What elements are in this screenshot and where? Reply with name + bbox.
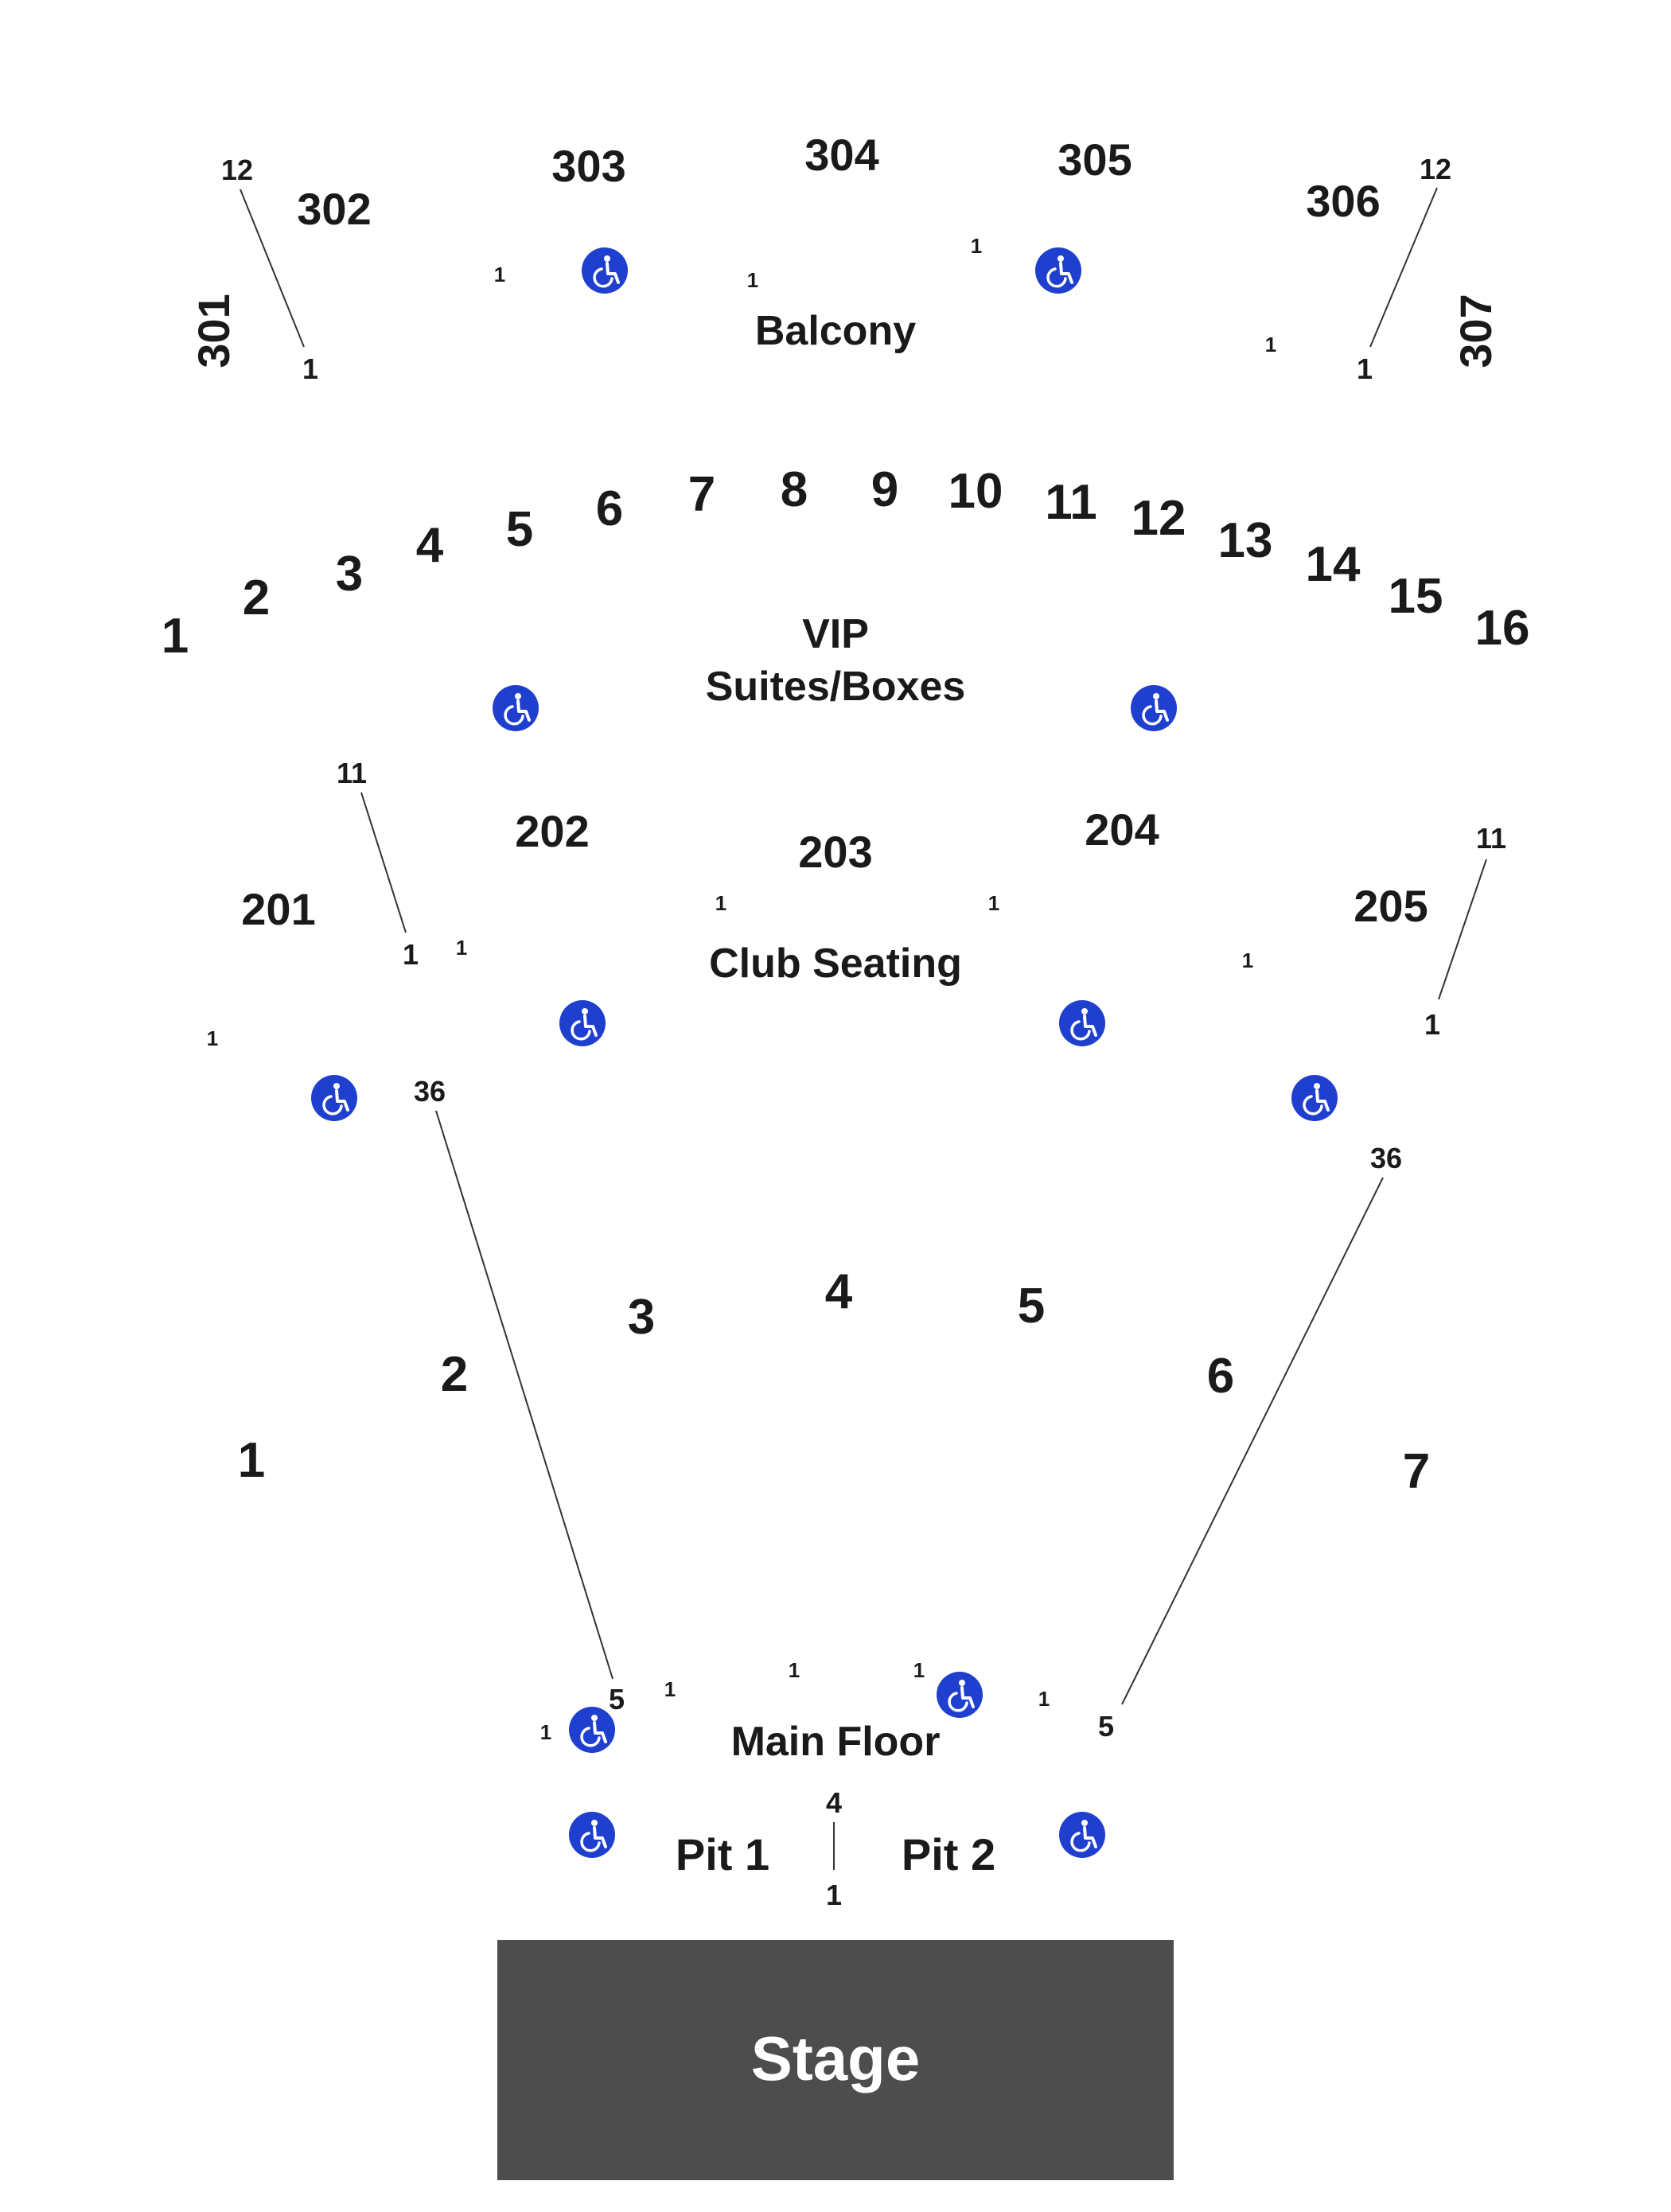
row-marker: 1	[302, 352, 318, 385]
section-307[interactable]: 307	[1451, 294, 1501, 368]
vip-label: VIP	[802, 611, 869, 657]
club-tier: Club Seating 201 202 203 204 205 11 1 1 …	[207, 757, 1506, 1050]
row-line-307	[1369, 187, 1438, 348]
floor-section-5[interactable]: 5	[1018, 1279, 1045, 1334]
row-marker: 1	[789, 1658, 800, 1682]
row-marker: 1	[1424, 1008, 1440, 1041]
stage-label: Stage	[751, 2023, 920, 2093]
section-302[interactable]: 302	[297, 184, 371, 234]
section-203[interactable]: 203	[798, 827, 872, 877]
wheelchair-icon	[1034, 246, 1083, 295]
vip-box-9[interactable]: 9	[871, 462, 898, 517]
vip-box-4[interactable]: 4	[416, 518, 444, 573]
vip-box-7[interactable]: 7	[688, 467, 715, 522]
balcony-tier: Balcony 301 302 303 304 305 306 307 12 1…	[189, 130, 1501, 385]
wheelchair-icon	[935, 1670, 984, 1719]
wheelchair-icon	[491, 683, 540, 733]
floor-section-3[interactable]: 3	[628, 1290, 655, 1345]
floor-section-6[interactable]: 6	[1207, 1349, 1234, 1404]
row-line-left	[435, 1110, 613, 1680]
wheelchair-icon	[1129, 683, 1178, 733]
wheelchair-icon	[567, 1810, 617, 1860]
row-marker: 1	[456, 936, 467, 960]
row-marker: 1	[664, 1677, 676, 1701]
row-marker: 1	[494, 263, 505, 286]
main-floor-label: Main Floor	[731, 1719, 941, 1765]
wheelchair-icon	[1058, 1810, 1107, 1860]
row-marker: 1	[1038, 1687, 1050, 1711]
row-marker: 1	[207, 1026, 218, 1050]
vip-box-14[interactable]: 14	[1306, 537, 1361, 592]
row-marker: 1	[826, 1879, 842, 1911]
section-306[interactable]: 306	[1306, 176, 1380, 226]
section-202[interactable]: 202	[515, 806, 589, 856]
section-205[interactable]: 205	[1354, 881, 1428, 931]
floor-section-4[interactable]: 4	[825, 1264, 853, 1319]
vip-box-3[interactable]: 3	[336, 547, 363, 602]
vip-label-sub: Suites/Boxes	[706, 664, 966, 710]
floor-section-2[interactable]: 2	[441, 1347, 468, 1402]
row-line-right	[1121, 1177, 1384, 1705]
vip-box-15[interactable]: 15	[1389, 569, 1443, 624]
row-marker: 1	[988, 891, 999, 915]
section-204[interactable]: 204	[1085, 804, 1159, 855]
row-marker: 12	[1420, 153, 1451, 185]
vip-box-16[interactable]: 16	[1475, 601, 1530, 656]
wheelchair-icon	[567, 1705, 617, 1754]
row-marker: 1	[1265, 333, 1276, 356]
wheelchair-icon	[580, 246, 629, 295]
row-marker: 5	[609, 1683, 625, 1715]
vip-box-6[interactable]: 6	[596, 481, 623, 536]
row-marker: 36	[414, 1075, 446, 1108]
section-301[interactable]: 301	[189, 294, 239, 368]
row-marker: 11	[337, 757, 367, 789]
vip-box-2[interactable]: 2	[243, 571, 270, 625]
vip-box-1[interactable]: 1	[162, 609, 189, 664]
row-marker: 4	[826, 1786, 842, 1819]
main-floor-tier: Main Floor 1 2 3 4 5 6 7 36 5 1 1 1 1 1 …	[238, 1073, 1430, 1765]
balcony-label: Balcony	[755, 308, 916, 354]
row-marker: 1	[971, 234, 982, 258]
section-304[interactable]: 304	[804, 130, 878, 180]
row-line-301	[240, 189, 305, 348]
vip-box-13[interactable]: 13	[1218, 513, 1273, 568]
row-marker: 1	[913, 1658, 925, 1682]
row-marker: 1	[1357, 352, 1373, 385]
row-line-205	[1438, 859, 1487, 1000]
wheelchair-icon	[558, 999, 607, 1048]
row-marker: 11	[1476, 822, 1506, 855]
wheelchair-icon	[310, 1073, 359, 1123]
row-marker: 1	[747, 268, 758, 292]
section-303[interactable]: 303	[551, 141, 625, 191]
row-line-201	[360, 792, 407, 933]
row-marker: 5	[1098, 1710, 1114, 1743]
club-label: Club Seating	[709, 940, 962, 987]
row-marker: 1	[540, 1720, 551, 1744]
floor-section-7[interactable]: 7	[1403, 1444, 1430, 1499]
row-marker: 1	[403, 938, 419, 971]
vip-box-5[interactable]: 5	[506, 502, 533, 557]
row-marker: 12	[221, 154, 253, 186]
vip-box-11[interactable]: 11	[1045, 475, 1097, 530]
wheelchair-icon	[1058, 999, 1107, 1048]
pit-tier: Pit 1 Pit 2 4 1	[567, 1786, 1107, 1911]
section-305[interactable]: 305	[1058, 134, 1132, 185]
vip-box-8[interactable]: 8	[781, 462, 808, 517]
stage-block	[497, 1940, 1174, 2180]
floor-section-1[interactable]: 1	[238, 1433, 265, 1488]
wheelchair-icon	[1290, 1073, 1339, 1123]
row-marker: 1	[715, 891, 726, 915]
vip-box-12[interactable]: 12	[1132, 491, 1186, 546]
vip-box-10[interactable]: 10	[948, 464, 1003, 519]
section-201[interactable]: 201	[241, 884, 315, 934]
row-marker: 36	[1370, 1142, 1402, 1174]
pit-1[interactable]: Pit 1	[676, 1829, 769, 1879]
row-marker: 1	[1242, 948, 1253, 972]
stage: Stage	[497, 1940, 1174, 2180]
vip-tier: VIP Suites/Boxes 1 2 3 4 5 6 7 8 9 10 11…	[162, 462, 1530, 733]
pit-2[interactable]: Pit 2	[902, 1829, 995, 1879]
